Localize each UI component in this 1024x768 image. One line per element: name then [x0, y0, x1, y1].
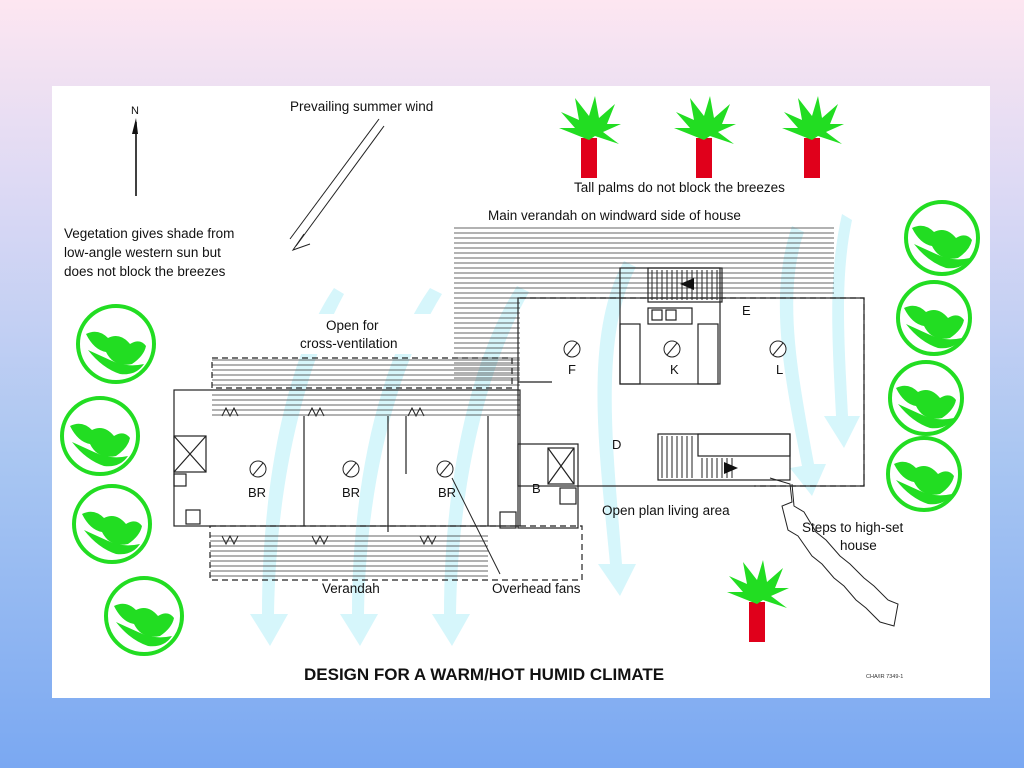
tree-icon-1 — [76, 304, 156, 384]
lower-verandah-hatching — [210, 535, 488, 577]
main-verandah-label: Main verandah on windward side of house — [488, 208, 741, 223]
fan-icon-br1 — [249, 460, 267, 478]
palm-icon-3 — [782, 96, 844, 178]
overhead-fans-label: Overhead fans — [492, 581, 581, 596]
room-label-b: B — [532, 481, 541, 496]
ceiling-fans — [249, 340, 787, 478]
tree-icon-6 — [896, 280, 972, 356]
prevailing-wind-label: Prevailing summer wind — [290, 99, 433, 114]
north-arrow: N — [131, 105, 139, 196]
room-label-l: L — [776, 362, 783, 377]
steps-label-2: house — [840, 538, 877, 553]
airflow-arrow-2 — [340, 288, 442, 646]
vegetation-label-2: low-angle western sun but — [64, 245, 221, 260]
cross-ventilation-label-1: Open for — [326, 318, 379, 333]
airflow-arrow-6 — [824, 214, 860, 448]
fan-icon-k — [663, 340, 681, 358]
room-label-br2: BR — [342, 485, 360, 500]
tree-icon-5 — [904, 200, 980, 276]
stairs-lower — [661, 436, 733, 478]
airflow-arrow-1 — [250, 288, 344, 646]
verandah-label: Verandah — [322, 581, 380, 596]
room-label-f: F — [568, 362, 576, 377]
cross-ventilation-label-2: cross-ventilation — [300, 336, 398, 351]
fan-icon-f — [563, 340, 581, 358]
north-label: N — [131, 105, 139, 117]
tree-icon-7 — [888, 360, 964, 436]
airflow-arrow-4 — [597, 261, 636, 596]
climate-house-diagram: N Prevailing summer wind Vegetation give… — [60, 96, 980, 684]
fan-icon-l — [769, 340, 787, 358]
room-label-k: K — [670, 362, 679, 377]
open-plan-label: Open plan living area — [602, 503, 730, 518]
vegetation-label-1: Vegetation gives shade from — [64, 226, 234, 241]
airflow-arrow-5 — [779, 226, 826, 496]
room-label-br3: BR — [438, 485, 456, 500]
fan-icon-br3 — [436, 460, 454, 478]
external-steps — [769, 477, 899, 627]
diagram-title: DESIGN FOR A WARM/HOT HUMID CLIMATE — [304, 665, 664, 684]
vegetation-label-3: does not block the breezes — [64, 264, 226, 279]
steps-label-1: Steps to high-set — [802, 520, 904, 535]
cross-ventilation-label-bg — [292, 314, 432, 354]
palm-icon-2 — [674, 96, 736, 178]
tree-icon-2 — [60, 396, 140, 476]
shade-trees — [60, 200, 980, 656]
window-breeze-marks — [221, 406, 437, 546]
fans-leader-line — [451, 477, 501, 575]
slide-panel: N Prevailing summer wind Vegetation give… — [52, 86, 990, 698]
tree-icon-8 — [886, 436, 962, 512]
house-walls — [173, 267, 865, 581]
stairs-upper — [651, 270, 718, 300]
room-label-d: D — [612, 437, 621, 452]
tree-icon-4 — [104, 576, 184, 656]
tree-icon-3 — [72, 484, 152, 564]
room-label-e: E — [742, 303, 751, 318]
stair-arrow-icon-2 — [724, 462, 738, 474]
main-verandah-hatching — [454, 227, 834, 294]
stair-arrow-icon — [680, 278, 694, 290]
upper-verandah-hatching — [212, 359, 520, 416]
reference-code: CHA/IR 7349-1 — [866, 674, 903, 680]
fan-icon-br2 — [342, 460, 360, 478]
palm-icon-4 — [727, 560, 789, 642]
palms-label: Tall palms do not block the breezes — [574, 180, 785, 195]
palm-icon-1 — [559, 96, 621, 178]
room-label-br1: BR — [248, 485, 266, 500]
wind-arrow — [289, 118, 385, 251]
